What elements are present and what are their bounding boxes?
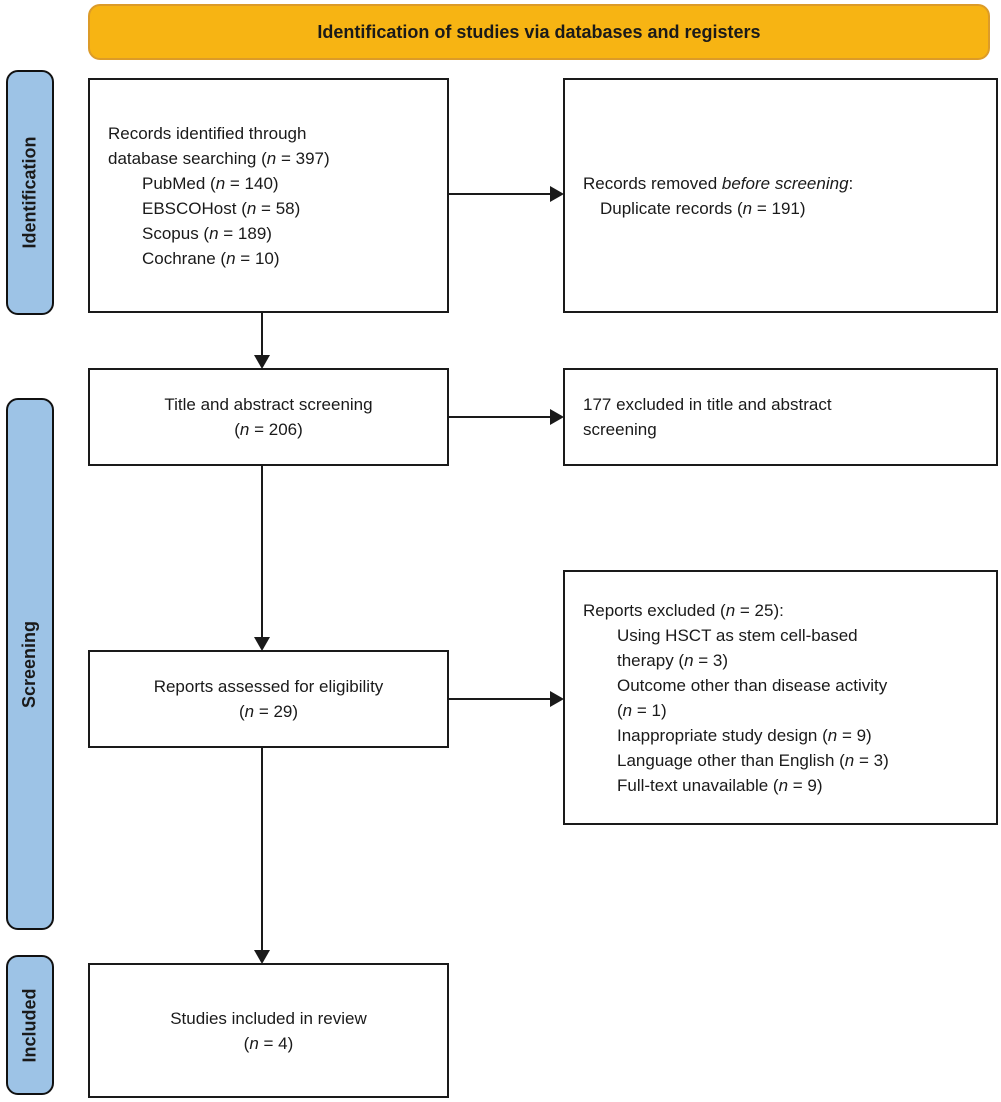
stage-label-included: Included [19,987,40,1063]
banner-label: Identification of studies via databases … [317,21,761,42]
box-reports-assessed-text: Reports assessed for eligibility(n = 29) [153,677,384,721]
box-reports-excluded: Reports excluded (n = 25): Using HSCT as… [563,570,998,825]
banner: Identification of studies via databases … [88,4,990,60]
box-reports-assessed: Reports assessed for eligibility(n = 29) [88,650,449,748]
box-studies-included: Studies included in review(n = 4) [88,963,449,1098]
arrow-identified-to-removed [449,186,564,202]
box-studies-included-text: Studies included in review(n = 4) [170,1008,367,1053]
stage-bar-included: Included [6,955,54,1095]
box-title-abstract-screening-text: Title and abstract screening(n = 206) [164,395,373,439]
stage-bar-screening: Screening [6,398,54,930]
stage-bar-identification: Identification [6,70,54,315]
arrow-screening-to-excluded [449,409,564,425]
stage-label-identification: Identification [19,136,40,249]
box-title-abstract-screening: Title and abstract screening(n = 206) [88,368,449,466]
arrow-identified-to-screening [254,313,270,369]
arrow-assessed-to-included [254,748,270,964]
arrow-assessed-to-excluded [449,691,564,707]
box-records-removed-text: Records removed before screening: Duplic… [583,173,854,218]
arrow-screening-to-assessed [254,466,270,651]
stage-label-screening: Screening [19,620,40,708]
box-records-removed: Records removed before screening: Duplic… [563,78,998,313]
box-reports-excluded-text: Reports excluded (n = 25): Using HSCT as… [583,600,889,795]
